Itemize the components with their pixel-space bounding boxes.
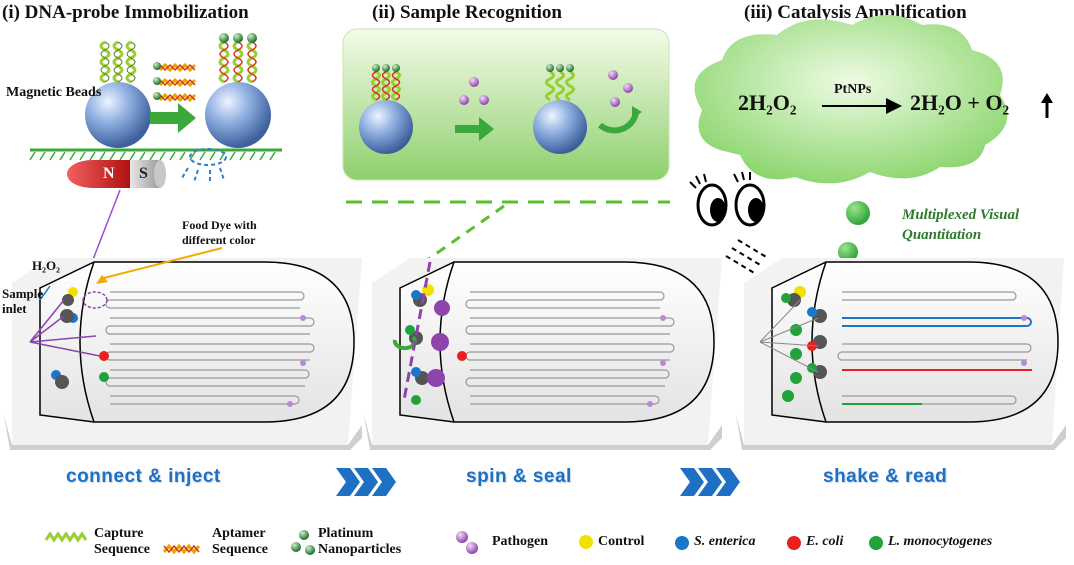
panel-title-immobilization: (i) DNA-probe Immobilization xyxy=(2,2,249,23)
legend-capture-sequence: Capture Sequence xyxy=(94,526,150,557)
platinum-nanoparticle-icon xyxy=(299,530,309,540)
l-mono-dot-icon xyxy=(869,536,883,550)
green-arrow-icon xyxy=(150,103,196,133)
magnetic-bead xyxy=(85,82,151,148)
magnet-n-label: N xyxy=(103,165,115,182)
capture-sequence-icon xyxy=(44,531,88,543)
step-spin-seal: spin & seal xyxy=(466,466,572,487)
panel-title-amplification: (iii) Catalysis Amplification xyxy=(744,2,967,23)
panel2-illustration xyxy=(359,64,642,154)
panel-title-recognition: (ii) Sample Recognition xyxy=(372,2,562,23)
microfluidic-chip-2 xyxy=(364,258,722,450)
signal-dot xyxy=(838,242,858,262)
reaction-reactant: 2H₂O₂ xyxy=(738,90,797,115)
legend-platinum-nanoparticles: Platinum Nanoparticles xyxy=(318,526,402,557)
multiplexed-visual-quantitation-label: Multiplexed Visual Quantitation xyxy=(902,207,1020,243)
pathogen-icon xyxy=(456,531,468,543)
microfluidic-chip-3 xyxy=(736,258,1066,450)
control-dot-icon xyxy=(579,535,593,549)
legend-control: Control xyxy=(598,534,645,549)
s-enterica-dot-icon xyxy=(675,536,689,550)
legend-l-monocytogenes: L. monocytogenes xyxy=(888,534,993,549)
microfluidic-chip-1 xyxy=(4,247,362,450)
reaction-products: 2H₂O + O₂ xyxy=(910,90,1010,115)
chevron-arrows-icon xyxy=(680,468,740,496)
legend-pathogen: Pathogen xyxy=(492,534,548,549)
reaction-catalyst: PtNPs xyxy=(834,82,872,97)
e-coli-dot-icon xyxy=(787,536,801,550)
legend-s-enterica: S. enterica xyxy=(694,534,756,549)
signal-dot xyxy=(846,201,870,225)
legend-e-coli: E. coli xyxy=(806,534,844,549)
sample-inlet-label: Sample inlet xyxy=(2,286,44,316)
magnetic-beads-label: Magnetic Beads xyxy=(6,85,102,100)
chevron-arrows-icon xyxy=(336,468,396,496)
legend-icons xyxy=(44,530,883,555)
magnet-s-label: S xyxy=(139,165,148,182)
reaction-cloud xyxy=(694,15,1053,184)
food-dye-label: Food Dye with different color xyxy=(182,218,257,247)
magnetic-bead xyxy=(205,82,271,148)
legend-aptamer-sequence: Aptamer Sequence xyxy=(212,526,268,557)
panel1-illustration xyxy=(29,33,282,263)
recognition-box xyxy=(342,28,670,181)
step-shake-read: shake & read xyxy=(823,466,948,487)
eyes-icon xyxy=(689,171,769,275)
step-connect-inject: connect & inject xyxy=(66,466,221,487)
magnet-icon xyxy=(67,160,130,188)
h2o2-label: H₂O₂ xyxy=(32,258,61,273)
